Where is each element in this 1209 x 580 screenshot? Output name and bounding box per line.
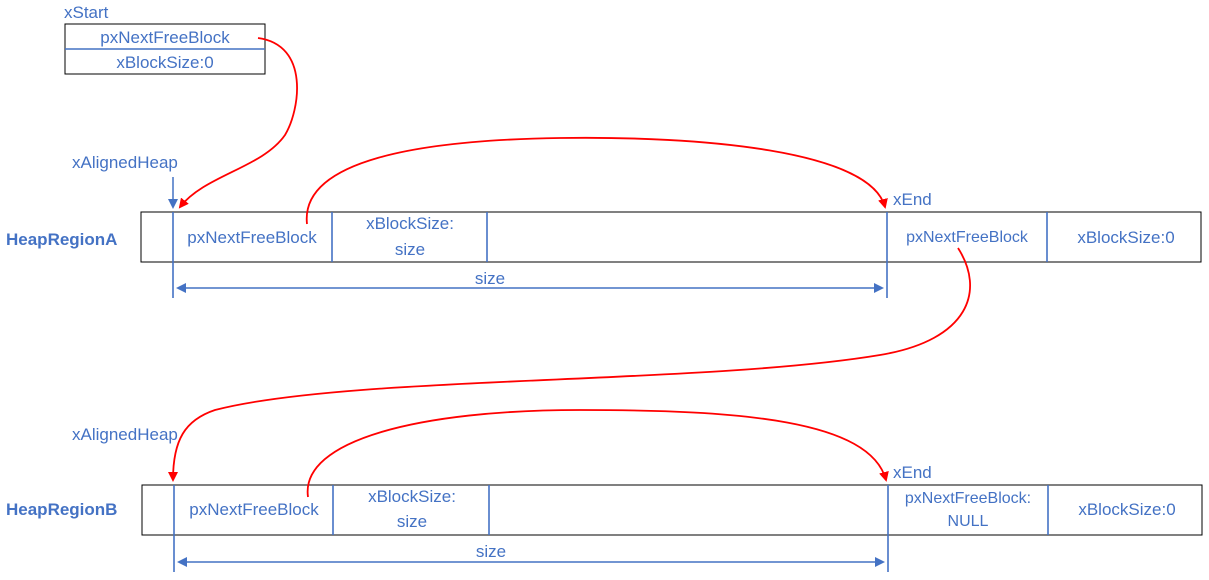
region-b-end-size-field: xBlockSize:0 [1078, 500, 1175, 519]
heap-region-b: HeapRegionB xAlignedHeap pxNextFreeBlock… [6, 425, 1203, 572]
xstart-to-region-a-arrow [178, 37, 298, 209]
pointer-arrows [168, 37, 971, 498]
region-b-end-label: xEnd [893, 463, 932, 482]
region-a-box [140, 211, 1202, 263]
region-a-free-to-end-arrow [306, 136, 888, 225]
region-b-size-label: xBlockSize: [368, 487, 456, 506]
region-a-size-label: xBlockSize: [366, 214, 454, 233]
region-b-end-next-value: NULL [948, 513, 989, 530]
xstart-block: xStart pxNextFreeBlock xBlockSize:0 [64, 3, 266, 75]
region-a-size-value: size [395, 240, 425, 259]
region-a-name: HeapRegionA [6, 230, 117, 249]
region-b-aligned-label: xAlignedHeap [72, 425, 178, 444]
region-a-size-dimension-label: size [475, 269, 505, 288]
region-a-end-label: xEnd [893, 190, 932, 209]
xstart-size-field: xBlockSize:0 [116, 53, 213, 72]
region-b-size-value: size [397, 512, 427, 531]
region-b-next-field: pxNextFreeBlock [189, 500, 319, 519]
region-a-end-next-field: pxNextFreeBlock [906, 229, 1029, 246]
region-a-end-size-field: xBlockSize:0 [1077, 228, 1174, 247]
region-a-next-field: pxNextFreeBlock [187, 228, 317, 247]
region-b-box [141, 484, 1203, 536]
xstart-label: xStart [64, 3, 109, 22]
region-a-end-to-region-b-arrow [168, 247, 971, 482]
region-b-size-dimension-label: size [476, 542, 506, 561]
region-a-aligned-label: xAlignedHeap [72, 153, 178, 172]
xstart-next-field: pxNextFreeBlock [100, 28, 230, 47]
region-b-free-to-end-arrow [306, 409, 889, 498]
heap-region-a: HeapRegionA xAlignedHeap pxNextFreeBlock… [6, 153, 1202, 298]
region-b-end-next-label: pxNextFreeBlock: [905, 490, 1031, 507]
region-b-name: HeapRegionB [6, 500, 117, 519]
